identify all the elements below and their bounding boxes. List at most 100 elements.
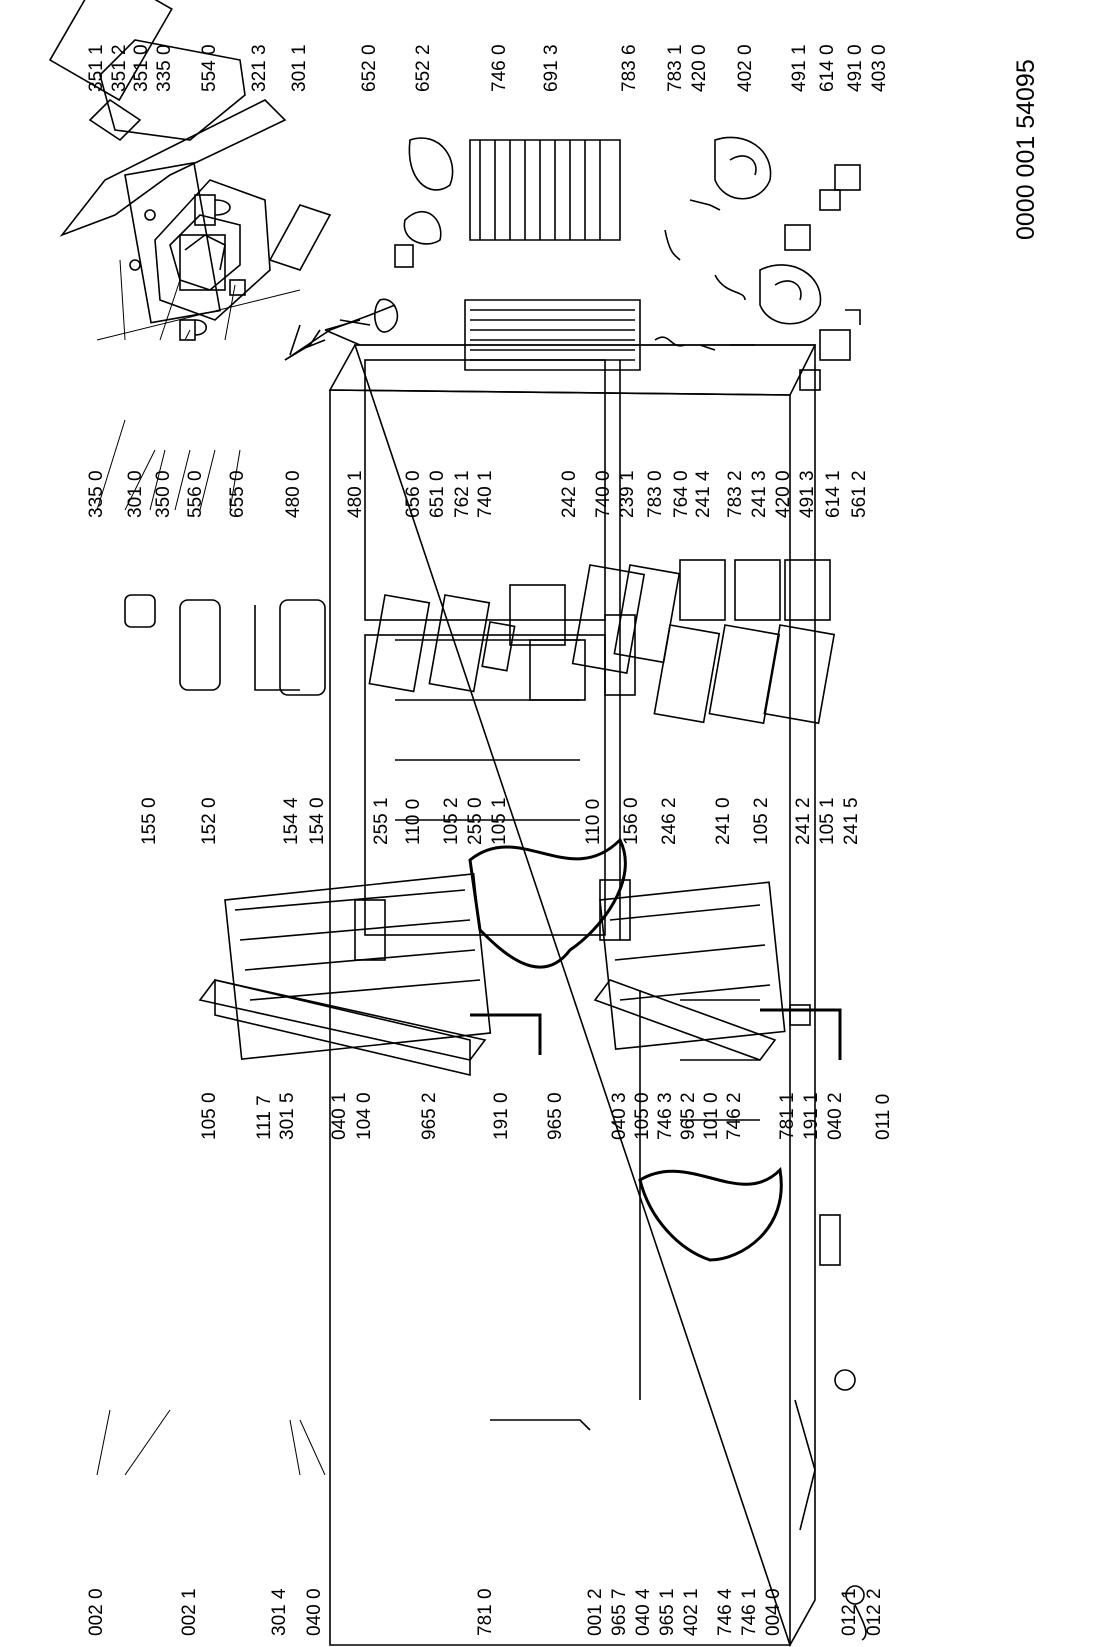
light-cover [268, 204, 332, 271]
part-label-965-0: 965 0 [545, 1092, 566, 1140]
part-label-241-3: 241 3 [749, 470, 770, 518]
part-label-242-0: 242 0 [559, 470, 580, 518]
part-label-614-0: 614 0 [817, 44, 838, 92]
part-label-783-6: 783 6 [619, 44, 640, 92]
document-id: 0000 001 54095 [1012, 59, 1040, 240]
part-label-762-1: 762 1 [452, 470, 473, 518]
compressor-upper [714, 136, 772, 200]
part-label-301-4: 301 4 [269, 1588, 290, 1636]
part-label-965-7: 965 7 [609, 1588, 630, 1636]
part-label-351-0: 351 0 [131, 44, 152, 92]
part-label-965-1: 965 1 [657, 1588, 678, 1636]
part-label-105-1b: 105 1 [817, 797, 838, 845]
part-label-335-0b: 335 0 [154, 44, 175, 92]
part-label-783-1: 783 1 [665, 44, 686, 92]
part-label-480-1: 480 1 [345, 470, 366, 518]
top-frame-part [154, 179, 271, 321]
part-label-152-0: 152 0 [199, 797, 220, 845]
part-label-004-0: 004 0 [763, 1588, 784, 1636]
upper-door [198, 872, 492, 1077]
door-gaskets [470, 1008, 842, 1060]
part-label-002-1: 002 1 [179, 1588, 200, 1636]
part-label-783-2: 783 2 [725, 470, 746, 518]
part-label-351-1: 351 1 [86, 44, 107, 92]
part-label-105-2: 105 2 [441, 797, 462, 845]
evaporator [464, 299, 641, 371]
part-label-491-3: 491 3 [797, 470, 818, 518]
part-label-012-1: 012 1 [839, 1588, 860, 1636]
part-label-156-0: 156 0 [621, 797, 642, 845]
part-label-040-3: 040 3 [609, 1092, 630, 1140]
part-label-110-0: 110 0 [403, 798, 424, 845]
part-label-652-0: 652 0 [359, 44, 380, 92]
part-label-002-0: 002 0 [86, 1588, 107, 1636]
part-label-101-0: 101 0 [701, 1092, 722, 1140]
part-label-491-1: 491 1 [789, 44, 810, 92]
part-label-402-0: 402 0 [735, 44, 756, 92]
part-label-239-1: 239 1 [617, 470, 638, 518]
part-label-191-0: 191 0 [491, 1092, 512, 1140]
tubing-parts [654, 199, 755, 351]
part-label-111-7: 111 7 [254, 1095, 275, 1140]
part-label-012-2: 012 2 [864, 1588, 885, 1636]
part-label-746-4: 746 4 [715, 1588, 736, 1636]
part-label-491-0: 491 0 [845, 44, 866, 92]
part-label-241-4: 241 4 [693, 470, 714, 518]
top-cover-part [48, 0, 287, 237]
part-label-104-0: 104 0 [354, 1092, 375, 1140]
part-label-255-1: 255 1 [371, 797, 392, 845]
control-panel [124, 161, 246, 341]
part-label-321-3: 321 3 [249, 44, 270, 92]
part-label-105-2b: 105 2 [751, 797, 772, 845]
part-label-335-0: 335 0 [86, 470, 107, 518]
part-label-420-0: 420 0 [773, 470, 794, 518]
drawers [509, 559, 836, 725]
part-label-011-0: 011 0 [873, 1093, 894, 1140]
part-label-191-1: 191 1 [801, 1092, 822, 1140]
part-label-110-0b: 110 0 [583, 798, 604, 845]
part-label-351-2: 351 2 [109, 44, 130, 92]
part-label-040-4: 040 4 [633, 1588, 654, 1636]
part-label-154-4: 154 4 [281, 797, 302, 845]
part-label-783-0: 783 0 [645, 470, 666, 518]
part-label-556-0: 556 0 [185, 470, 206, 518]
hinges [354, 879, 841, 1266]
part-label-105-0b: 105 0 [632, 1092, 653, 1140]
compressor-lower [759, 264, 822, 325]
part-label-740-1: 740 1 [475, 470, 496, 518]
part-label-301-5: 301 5 [277, 1092, 298, 1140]
cabinet-body [328, 344, 817, 1647]
part-label-420-0b: 420 0 [689, 44, 710, 92]
part-label-403-0: 403 0 [869, 44, 890, 92]
part-label-040-0: 040 0 [304, 1588, 325, 1636]
condenser [469, 139, 621, 241]
part-label-746-1: 746 1 [739, 1588, 760, 1636]
part-label-740-0: 740 0 [593, 470, 614, 518]
wiring-harness [284, 298, 399, 361]
part-label-746-0: 746 0 [489, 44, 510, 92]
part-label-480-0: 480 0 [283, 470, 304, 518]
part-label-255-0: 255 0 [465, 797, 486, 845]
part-label-652-2: 652 2 [413, 44, 434, 92]
part-label-001-2: 001 2 [585, 1588, 606, 1636]
part-label-554-0: 554 0 [199, 44, 220, 92]
part-label-301-0: 301 0 [125, 470, 146, 518]
part-label-105-1: 105 1 [489, 797, 510, 845]
part-label-764-0: 764 0 [671, 470, 692, 518]
part-label-246-2: 246 2 [659, 797, 680, 845]
part-label-965-2b: 965 2 [678, 1092, 699, 1140]
part-label-402-1: 402 1 [681, 1588, 702, 1636]
part-label-561-2: 561 2 [849, 470, 870, 518]
part-label-746-2: 746 2 [724, 1092, 745, 1140]
part-label-241-2: 241 2 [793, 797, 814, 845]
part-label-655-0: 655 0 [227, 470, 248, 518]
part-label-154-0: 154 0 [307, 797, 328, 845]
fan-assembly [394, 137, 454, 268]
part-label-656-0: 656 0 [403, 470, 424, 518]
part-label-241-5: 241 5 [841, 797, 862, 845]
part-label-781-0: 781 0 [475, 1588, 496, 1636]
part-label-301-1: 301 1 [289, 44, 310, 92]
lower-door [593, 881, 786, 1061]
relay-parts [784, 164, 861, 391]
